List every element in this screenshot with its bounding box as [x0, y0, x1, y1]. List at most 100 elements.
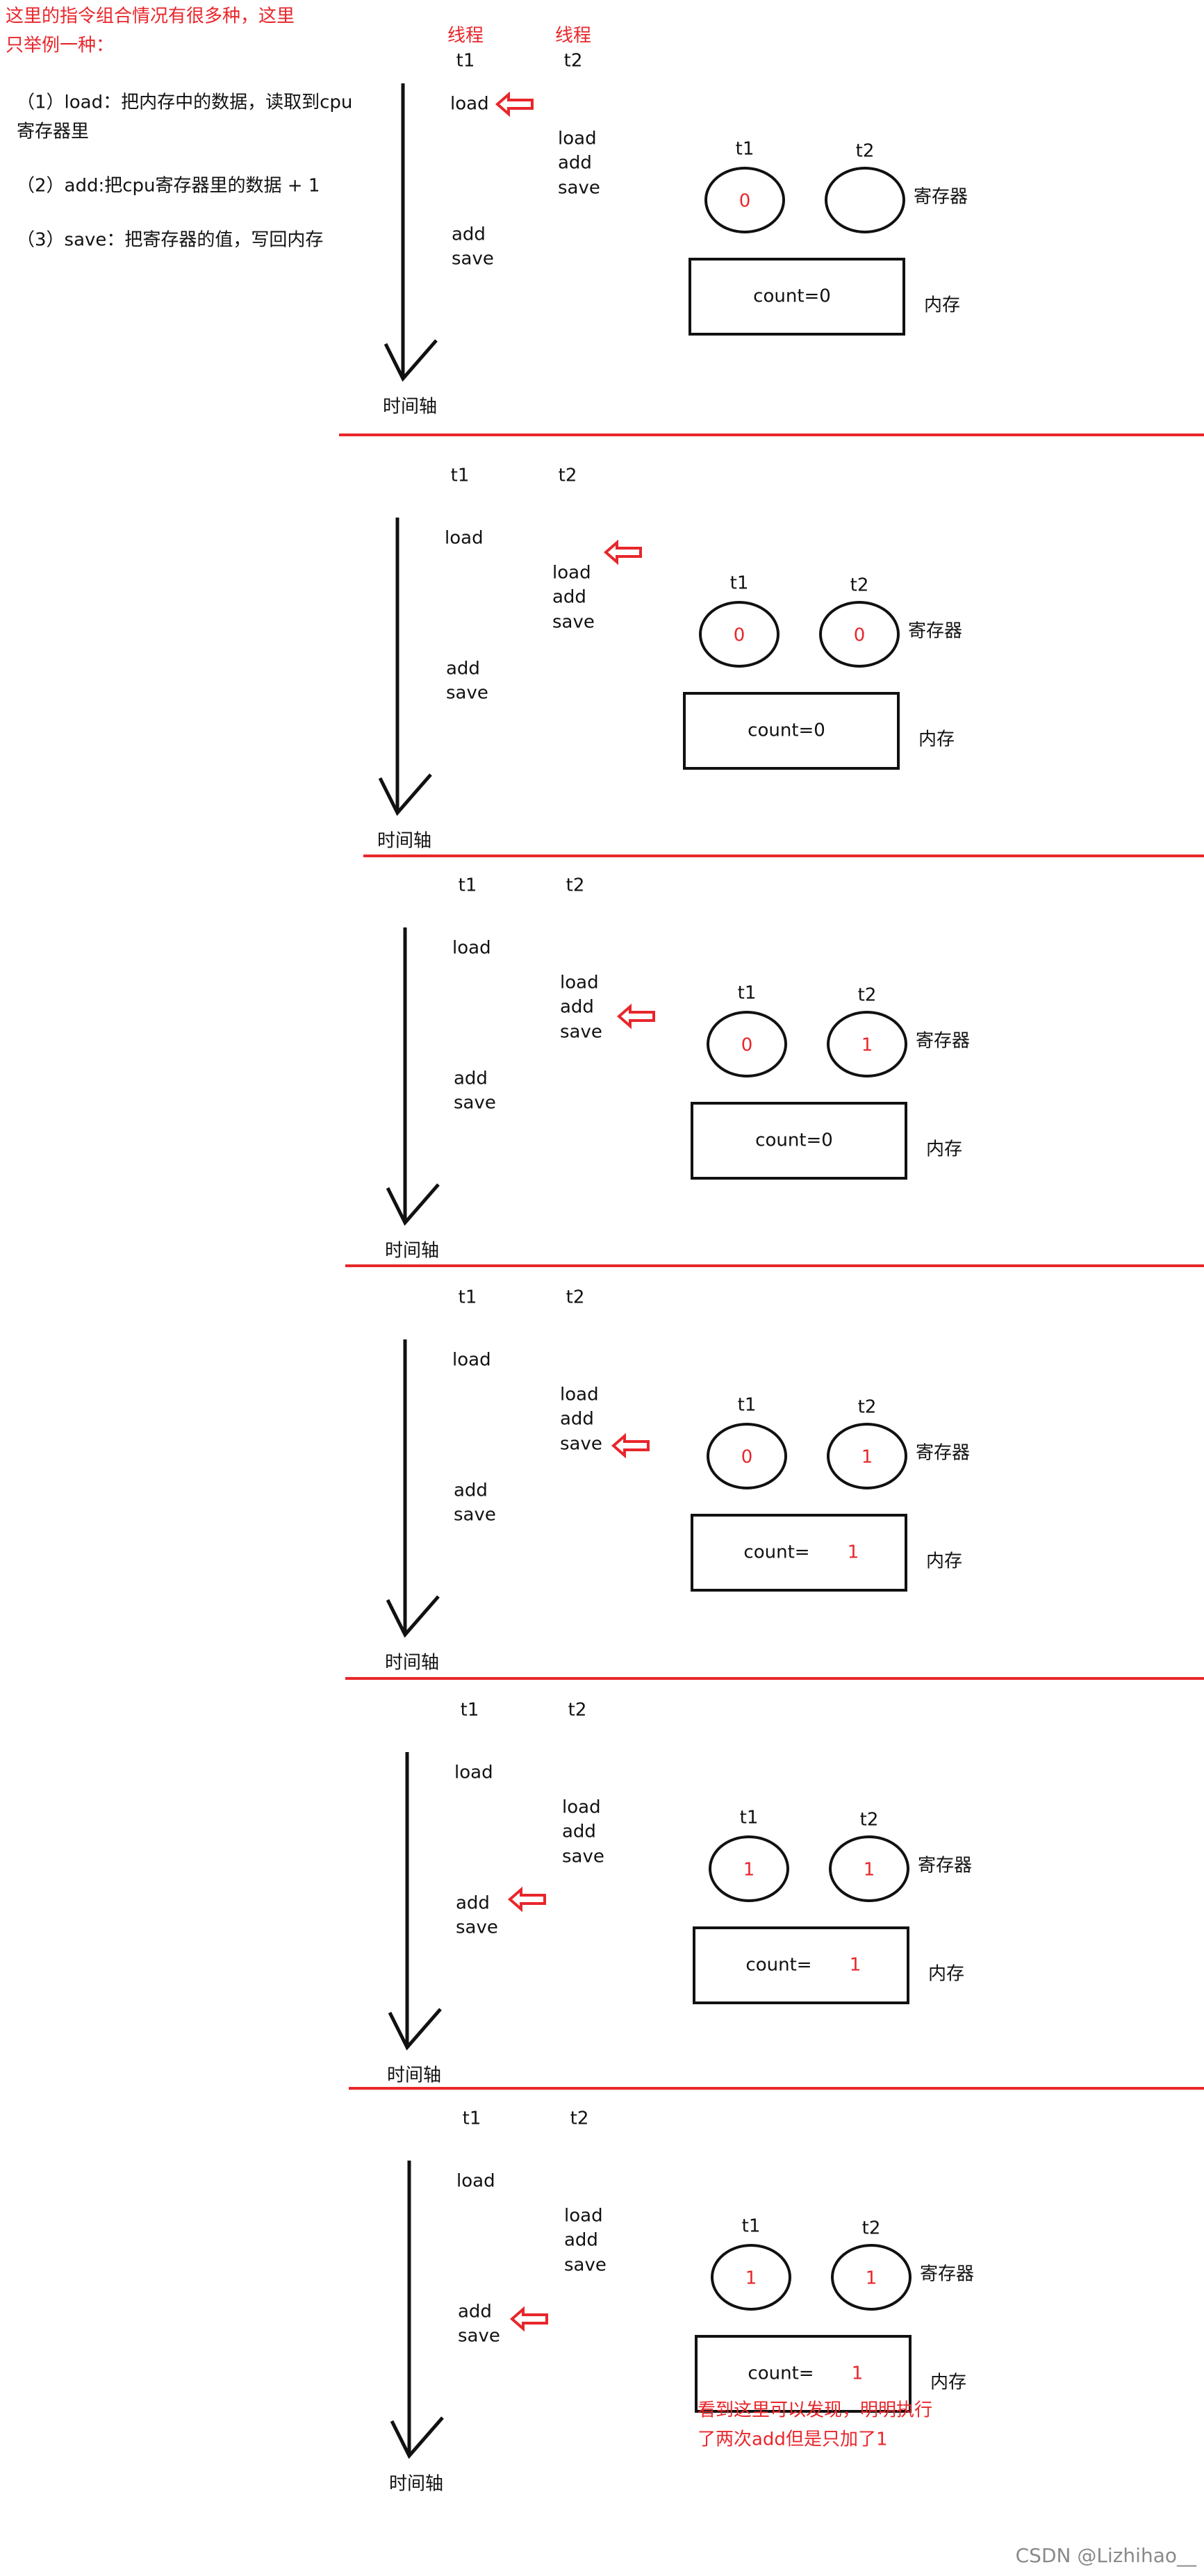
t1-column-label: t1 — [459, 1287, 477, 1308]
conclusion-line: 了两次add但是只加了1 — [698, 2429, 887, 2450]
t1-add: add — [456, 1893, 490, 1914]
t2-add: add — [552, 587, 586, 608]
register-t1-value: 1 — [743, 1860, 755, 1881]
memory-box — [688, 258, 905, 336]
register-t2 — [831, 2244, 912, 2311]
timeline-label: 时间轴 — [385, 1241, 439, 1262]
register-t1-label: t1 — [740, 1808, 759, 1828]
memory-count: count=0 — [748, 720, 825, 741]
register-t2 — [827, 1423, 907, 1489]
register-t1-value: 0 — [739, 191, 751, 212]
t2-load: load — [564, 2206, 603, 2227]
t1-column-label: t1 — [461, 1700, 479, 1721]
t1-load: load — [452, 938, 491, 959]
memory-count-value: 1 — [852, 2363, 864, 2384]
timeline-label: 时间轴 — [389, 2474, 443, 2495]
t1-add: add — [446, 659, 480, 679]
timeline-arrowhead-icon — [390, 2416, 444, 2459]
intro-line: 这里的指令组合情况有很多种，这里 — [6, 6, 295, 27]
t2-add: add — [560, 997, 594, 1018]
intro-note: 这里的指令组合情况有很多种，这里只举例一种：（1）load：把内存中的数据，读取… — [6, 6, 352, 251]
register-t1 — [709, 1835, 789, 1902]
t1-load: load — [456, 2171, 495, 2192]
memory-box — [691, 1102, 907, 1180]
instruction-step: （2）add:把cpu寄存器里的数据 + 1 — [17, 176, 320, 197]
register-t1 — [699, 601, 780, 668]
memory-label: 内存 — [924, 295, 960, 316]
register-t1 — [704, 167, 785, 233]
memory-count-value: 1 — [850, 1955, 861, 1976]
t1-save: save — [452, 249, 494, 270]
t2-load: load — [552, 563, 591, 584]
pointer-arrow-icon — [507, 1886, 546, 1913]
register-t1 — [707, 1011, 787, 1078]
timeline-arrowhead-icon — [386, 1183, 440, 1226]
memory-label: 内存 — [928, 1964, 964, 1985]
register-t1-label: t1 — [736, 139, 754, 160]
register-t2 — [819, 601, 900, 668]
pointer-arrow-icon — [616, 1003, 655, 1030]
t1-save: save — [446, 683, 488, 704]
register-t2 — [829, 1835, 909, 1902]
t1-column-label: t1 — [456, 51, 475, 72]
register-t1-value: 0 — [734, 625, 745, 646]
memory-label: 内存 — [926, 1551, 962, 1572]
register-t2-value: 1 — [866, 2268, 877, 2289]
register-t1 — [711, 2244, 791, 2311]
memory-label: 内存 — [918, 729, 955, 750]
t2-load: load — [562, 1797, 601, 1818]
t1-load: load — [454, 1762, 493, 1783]
t2-save: save — [558, 178, 600, 199]
register-t2-label: t2 — [858, 985, 877, 1006]
t1-save: save — [454, 1093, 496, 1114]
register-t1 — [707, 1423, 787, 1489]
memory-count: count=0 — [753, 286, 831, 307]
pointer-arrow-icon — [603, 539, 642, 565]
memory-label: 内存 — [930, 2372, 966, 2393]
pointer-arrow-icon — [509, 2306, 548, 2332]
t2-load: load — [560, 973, 599, 993]
register-t2-label: t2 — [856, 141, 875, 162]
t2-column-label: t2 — [566, 1287, 585, 1308]
timeline-arrowhead-icon — [386, 1595, 440, 1638]
t2-load: load — [558, 129, 597, 149]
instruction-step: （3）save：把寄存器的值，写回内存 — [17, 230, 323, 251]
t1-load: load — [445, 528, 484, 549]
t1-add: add — [454, 1480, 488, 1501]
t2-save: save — [560, 1434, 602, 1455]
register-label: 寄存器 — [908, 621, 962, 642]
register-label: 寄存器 — [916, 1031, 970, 1052]
t2-column-label: t2 — [559, 465, 577, 486]
timeline-label: 时间轴 — [385, 1653, 439, 1674]
memory-box — [691, 1514, 907, 1592]
t2-save: save — [562, 1847, 604, 1867]
pointer-arrow-icon — [611, 1433, 650, 1459]
t2-save: save — [552, 612, 595, 633]
register-t2-value: 1 — [861, 1035, 873, 1056]
register-t1-value: 0 — [741, 1035, 753, 1056]
t2-save: save — [564, 2255, 607, 2276]
t2-column-label: t2 — [566, 875, 585, 896]
memory-box — [695, 2335, 912, 2413]
memory-box — [693, 1926, 909, 2004]
timeline-label: 时间轴 — [377, 831, 431, 852]
register-t2-value: 1 — [864, 1860, 875, 1881]
t1-column-label: t1 — [451, 465, 470, 486]
t1-add: add — [458, 2302, 492, 2322]
watermark: CSDN @Lizhihao__ — [1016, 2544, 1197, 2567]
t2-add: add — [564, 2230, 598, 2251]
thread-header-t2: 线程 — [555, 26, 591, 47]
register-label: 寄存器 — [914, 187, 968, 208]
t2-load: load — [560, 1385, 599, 1405]
memory-count-label: count= — [748, 2363, 814, 2384]
register-t2 — [825, 167, 905, 233]
memory-count-label: count= — [743, 1542, 809, 1563]
register-t1-value: 1 — [745, 2268, 757, 2289]
